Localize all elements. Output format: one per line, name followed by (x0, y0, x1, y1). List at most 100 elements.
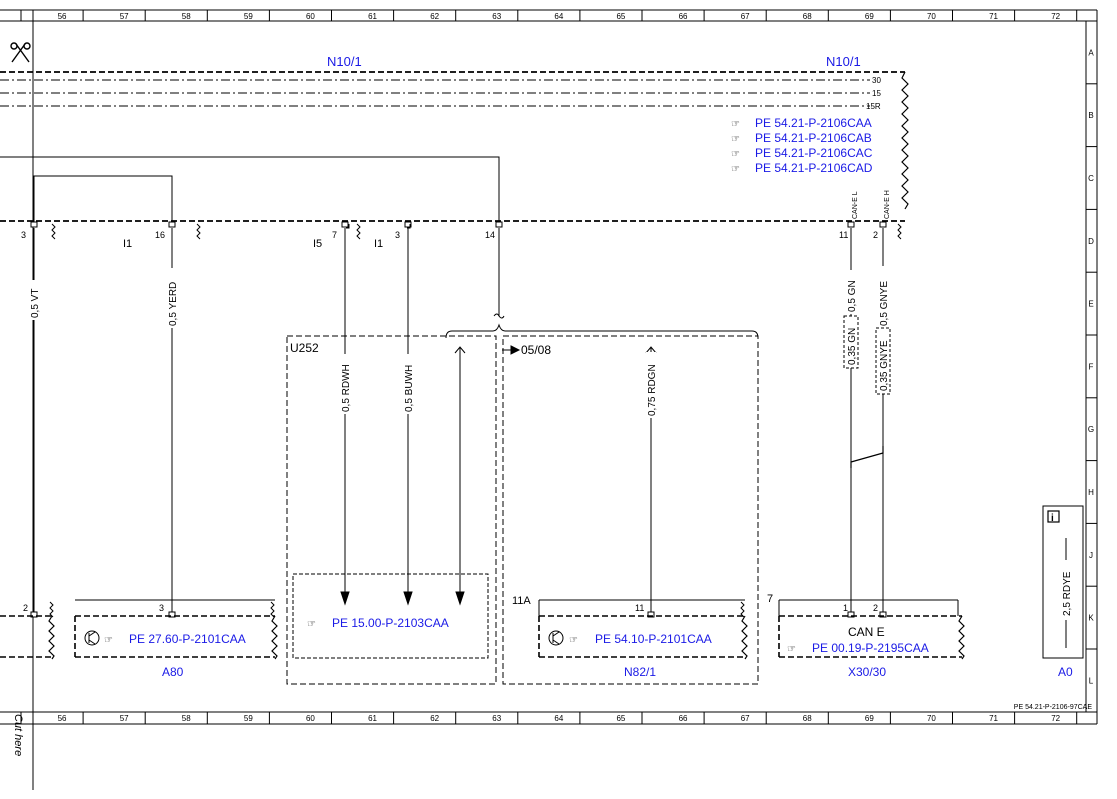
reference-link[interactable]: PE 54.21-P-2106CAB (755, 131, 872, 145)
row-label: C (1088, 174, 1094, 183)
column-label: 72 (1051, 714, 1060, 723)
row-label: A (1088, 48, 1094, 57)
supply-busses (0, 71, 909, 222)
column-label: 70 (927, 714, 936, 723)
column-label: 70 (927, 12, 936, 21)
hand-pointer-icon: ☞ (787, 644, 796, 655)
pin-number: 3 (395, 230, 400, 240)
pin-markers (30, 221, 887, 618)
bus-15r-label: 15R (866, 102, 881, 111)
column-label: 66 (679, 12, 688, 21)
reference-link[interactable]: PE 54.21-P-2106CAD (755, 161, 873, 175)
scissors-icon (10, 42, 31, 63)
can-h-label: CAN-E H (884, 190, 891, 219)
sheet-frame (0, 9, 1098, 790)
pin-number: 2 (23, 603, 28, 613)
hand-pointer-icon: ☞ (307, 619, 316, 630)
row-label: J (1089, 551, 1093, 560)
column-label: 72 (1051, 12, 1060, 21)
column-label: 69 (865, 714, 874, 723)
column-ticks (20, 10, 1078, 724)
row-label: B (1088, 111, 1093, 120)
pin-number: 14 (485, 230, 495, 240)
column-label: 56 (58, 714, 67, 723)
column-label: 57 (120, 12, 129, 21)
transistor-icon (84, 630, 100, 646)
column-label: 67 (741, 12, 750, 21)
a0-label: A0 (1058, 665, 1073, 679)
wire-label-buwh: 0,5 BUWH (404, 365, 415, 412)
transistor-icon (548, 630, 564, 646)
bus-30-label: 30 (872, 76, 881, 85)
column-label: 60 (306, 714, 315, 723)
a0-legend-box (1042, 505, 1084, 659)
model-brace (445, 323, 759, 339)
reference-link[interactable]: PE 54.21-P-2106CAA (755, 116, 872, 130)
column-label: 59 (244, 714, 253, 723)
wire-label-rdye: 2,5 RDYE (1062, 571, 1073, 616)
n82-1-label: N82/1 (624, 665, 656, 679)
bus-15-label: 15 (872, 89, 881, 98)
arrowheads (340, 345, 657, 606)
reference-link-a80[interactable]: PE 27.60-P-2101CAA (129, 632, 246, 646)
n10-1-break-edge (901, 71, 909, 210)
cut-here-label: Cut here (12, 714, 24, 756)
reference-link-n82-1[interactable]: PE 54.10-P-2101CAA (595, 632, 712, 646)
wire-labels: 0,5 VT 0,5 YERD 0,5 RDWH 0,5 BUWH 0,75 R… (29, 266, 890, 418)
reference-link-x30-30[interactable]: PE 00.19-P-2195CAA (812, 641, 929, 655)
column-label: 71 (989, 12, 998, 21)
row-label: L (1089, 676, 1094, 685)
can-sleeves (843, 315, 891, 395)
column-label: 67 (741, 714, 750, 723)
row-label: E (1088, 300, 1093, 309)
wire-label-gn: 0,5 GN (847, 280, 858, 312)
n82-1-pin-label: 11A (512, 595, 531, 607)
reference-link-u252[interactable]: PE 15.00-P-2103CAA (332, 616, 449, 630)
pin-number: 1 (843, 603, 848, 613)
connector-label: I5 (313, 238, 322, 250)
x30-30-pin-label: 7 (767, 593, 773, 605)
pin-number: 16 (155, 230, 165, 240)
u252-label: U252 (290, 341, 319, 355)
row-label: G (1088, 425, 1094, 434)
pin-number: 2 (873, 603, 878, 613)
pin-number: 3 (21, 230, 26, 240)
x30-30-label: X30/30 (848, 665, 886, 679)
column-label: 68 (803, 714, 812, 723)
connector-label: I1 (123, 238, 132, 250)
a80-component (74, 599, 278, 660)
n82-1-component (538, 599, 748, 660)
column-label: 69 (865, 12, 874, 21)
reference-link[interactable]: PE 54.21-P-2106CAC (755, 146, 873, 160)
column-label: 71 (989, 714, 998, 723)
hand-pointer-icon: ☞ (731, 119, 740, 130)
column-label: 62 (430, 714, 439, 723)
can-l-label: CAN-E L (852, 191, 859, 219)
u252-enclosure (286, 335, 759, 685)
connector-label: I1 (374, 238, 383, 250)
column-label: 64 (554, 12, 563, 21)
pin-squiggles (49, 223, 902, 618)
document-id: PE 54.21-P-2106-97CAE (1014, 704, 1093, 711)
pin-number: 3 (159, 603, 164, 613)
hand-pointer-icon: ☞ (731, 134, 740, 145)
a80-label: A80 (162, 665, 184, 679)
wire-label-gnye: 0,5 GNYE (879, 281, 890, 326)
u252-inner-box (292, 573, 489, 659)
column-label: 56 (58, 12, 67, 21)
wire-label-gnye-sleeve: 0,35 GNYE (879, 340, 890, 391)
column-label: 61 (368, 12, 377, 21)
wire-label-yerd: 0,5 YERD (168, 282, 179, 326)
hand-pointer-icon: ☞ (731, 149, 740, 160)
pin-number: 7 (332, 230, 337, 240)
column-label: 66 (679, 714, 688, 723)
wire-internal-16 (33, 175, 173, 224)
x30-30-component (778, 599, 965, 660)
wire-can-twist (850, 446, 884, 468)
left-partial-component (0, 615, 55, 660)
wire-label-vt: 0,5 VT (30, 289, 41, 318)
row-label: D (1088, 237, 1094, 246)
